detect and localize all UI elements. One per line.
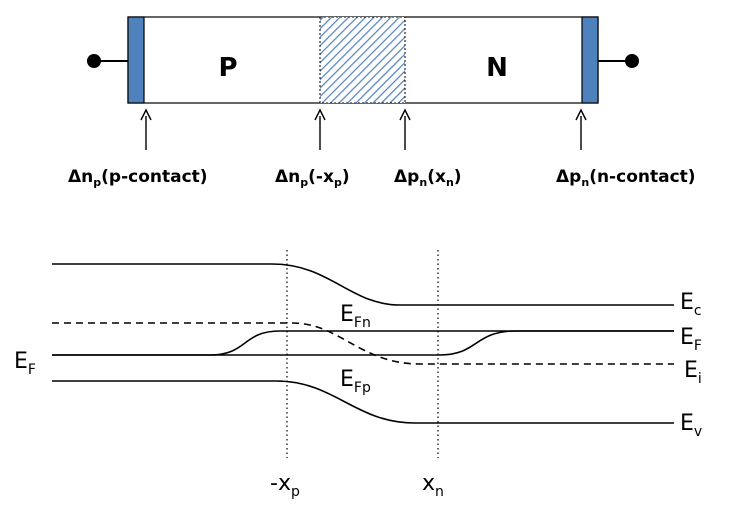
hole-quasi-fermi-level — [52, 330, 674, 356]
probe-labels: Δnp(p-contact) Δnp(-xp) Δpn(xn) Δpn(n-co… — [68, 167, 696, 189]
arrow-xn — [399, 108, 411, 150]
ei-label: Ei — [684, 358, 702, 387]
n-contact — [581, 16, 599, 104]
left-terminal — [87, 54, 101, 68]
depletion-region — [319, 16, 406, 104]
band-labels: EF Ec EF Ei Ev EFn EFp -xp xn — [14, 290, 702, 500]
arrow-minus-xp — [314, 108, 326, 150]
left-fermi-label: EF — [14, 349, 36, 378]
probe-label-p-contact: Δnp(p-contact) — [68, 167, 208, 189]
right-terminal — [625, 54, 639, 68]
probe-label-n-contact: Δpn(n-contact) — [556, 167, 696, 189]
arrow-p-contact — [140, 108, 152, 150]
intrinsic-level — [52, 322, 674, 365]
xn-axis-label: xn — [422, 471, 444, 500]
conduction-band-edge — [52, 263, 674, 306]
efp-label: EFp — [340, 367, 371, 396]
probe-label-minus-xp: Δnp(-xp) — [275, 167, 350, 189]
band-diagram — [52, 250, 674, 458]
efn-label: EFn — [340, 302, 371, 331]
valence-band-edge — [52, 380, 674, 424]
ec-label: Ec — [680, 290, 702, 319]
p-contact — [127, 16, 145, 104]
electron-quasi-fermi-level — [52, 330, 674, 356]
p-region-label: P — [218, 53, 237, 83]
ef-right-label: EF — [680, 325, 702, 354]
arrow-n-contact — [575, 108, 587, 150]
probe-arrows — [140, 108, 587, 150]
minus-xp-axis-label: -xp — [270, 471, 300, 500]
ev-label: Ev — [680, 411, 702, 440]
probe-label-xn: Δpn(xn) — [394, 167, 462, 189]
device-bar: P N — [87, 16, 639, 104]
n-region-label: N — [486, 53, 508, 83]
